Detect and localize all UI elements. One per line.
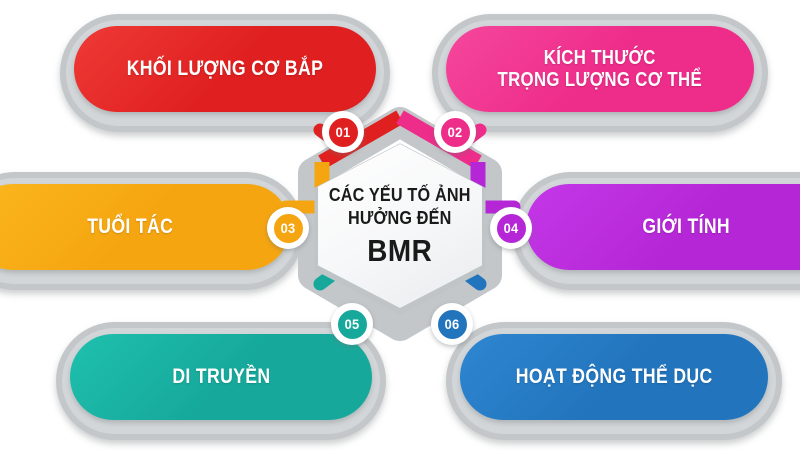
hex-gray-ring — [298, 107, 502, 341]
badge-number-01: 01 — [335, 124, 351, 140]
step-badge-02[interactable]: 02 — [434, 111, 476, 153]
pill-body-06: HOẠT ĐỘNG THỂ DỤC — [460, 334, 768, 420]
factor-pill-04[interactable]: GIỚI TÍNH — [512, 172, 800, 290]
badge-number-06: 06 — [444, 316, 460, 332]
step-badge-03[interactable]: 03 — [267, 207, 309, 249]
center-hub: CÁC YẾU TỐ ẢNH HƯỞNG ĐẾN BMR — [272, 100, 528, 352]
badge-number-02: 02 — [447, 124, 463, 140]
center-title-bmr: BMR — [367, 232, 433, 268]
center-title-line-2: HƯỞNG ĐẾN — [348, 208, 452, 229]
pill-body-02: KÍCH THƯỚC TRỌNG LƯỢNG CƠ THỂ — [446, 26, 754, 112]
factor-label-02: KÍCH THƯỚC TRỌNG LƯỢNG CƠ THỂ — [497, 46, 703, 91]
factor-pill-03[interactable]: TUỔI TÁC — [0, 172, 304, 290]
badge-core-06: 06 — [435, 307, 469, 341]
factor-pill-02[interactable]: KÍCH THƯỚC TRỌNG LƯỢNG CƠ THỂ — [432, 14, 768, 132]
badge-number-04: 04 — [503, 220, 519, 236]
center-title-line-1: CÁC YẾU TỐ ẢNH — [329, 184, 471, 205]
step-badge-06[interactable]: 06 — [431, 303, 473, 345]
pill-body-05: DI TRUYỀN — [70, 334, 372, 420]
factor-label-06: HOẠT ĐỘNG THỂ DỤC — [515, 365, 713, 389]
step-badge-04[interactable]: 04 — [490, 207, 532, 249]
badge-core-04: 04 — [494, 211, 528, 245]
pill-body-03: TUỔI TÁC — [0, 184, 290, 270]
center-hexagon: CÁC YẾU TỐ ẢNH HƯỞNG ĐẾN BMR — [314, 143, 486, 315]
factor-label-05: DI TRUYỀN — [171, 365, 271, 389]
factor-pill-06[interactable]: HOẠT ĐỘNG THỂ DỤC — [446, 322, 782, 440]
factor-pill-01[interactable]: KHỐI LƯỢNG CƠ BẮP — [60, 14, 390, 132]
badge-core-05: 05 — [335, 307, 369, 341]
factor-label-03: TUỔI TÁC — [87, 215, 173, 239]
badge-number-03: 03 — [280, 220, 296, 236]
factor-label-01: KHỐI LƯỢNG CƠ BẮP — [126, 57, 324, 81]
pill-body-01: KHỐI LƯỢNG CƠ BẮP — [74, 26, 376, 112]
badge-core-02: 02 — [438, 115, 472, 149]
badge-core-01: 01 — [326, 115, 360, 149]
center-title-block: CÁC YẾU TỐ ẢNH HƯỞNG ĐẾN BMR — [329, 184, 471, 268]
step-badge-01[interactable]: 01 — [322, 111, 364, 153]
badge-core-03: 03 — [271, 211, 305, 245]
badge-number-05: 05 — [344, 316, 360, 332]
factor-pill-05[interactable]: DI TRUYỀN — [56, 322, 386, 440]
factor-label-04: GIỚI TÍNH — [642, 215, 730, 239]
step-badge-05[interactable]: 05 — [331, 303, 373, 345]
pill-body-04: GIỚI TÍNH — [526, 184, 800, 270]
